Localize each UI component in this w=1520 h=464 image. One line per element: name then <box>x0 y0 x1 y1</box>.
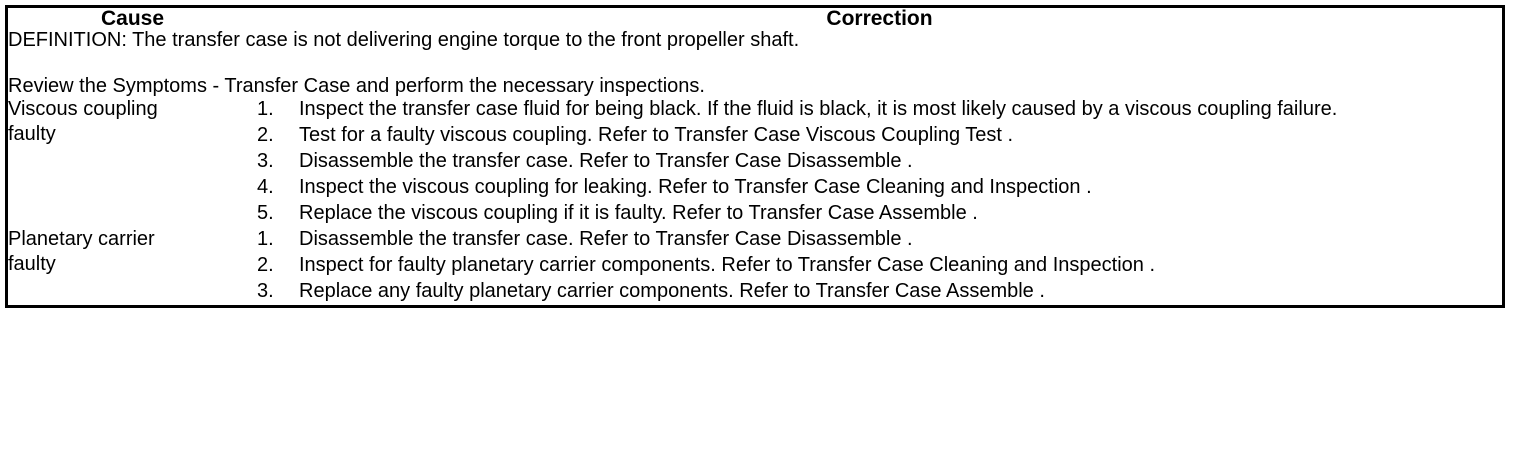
step-text: Replace any faulty planetary carrier com… <box>299 280 1045 302</box>
list-item: 4. Inspect the viscous coupling for leak… <box>257 175 1502 200</box>
table-row: Viscous coupling faulty 1. Inspect the t… <box>7 97 1504 227</box>
list-item: 5. Replace the viscous coupling if it is… <box>257 201 1502 226</box>
step-text: Disassemble the transfer case. Refer to … <box>299 150 913 172</box>
list-item: 2. Inspect for faulty planetary carrier … <box>257 253 1502 278</box>
table-row: Planetary carrier faulty 1. Disassemble … <box>7 227 1504 307</box>
cause-correction-table: Cause Correction DEFINITION: The transfe… <box>5 5 1505 308</box>
step-number: 1. <box>257 228 274 250</box>
step-text: Inspect the transfer case fluid for bein… <box>299 98 1338 120</box>
step-number: 2. <box>257 124 274 146</box>
step-text: Disassemble the transfer case. Refer to … <box>299 228 913 250</box>
definition-cell: DEFINITION: The transfer case is not del… <box>7 30 1504 97</box>
step-number: 5. <box>257 202 274 224</box>
definition-spacer <box>8 51 1502 76</box>
definition-line-1: DEFINITION: The transfer case is not del… <box>8 29 800 51</box>
column-header-correction: Correction <box>826 7 933 30</box>
column-header-cause: Cause <box>100 7 165 30</box>
list-item: 3. Disassemble the transfer case. Refer … <box>257 149 1502 174</box>
correction-steps-viscous-coupling-faulty: 1. Inspect the transfer case fluid for b… <box>257 97 1504 227</box>
table-header-row: Cause Correction <box>7 7 1504 31</box>
step-number: 2. <box>257 254 274 276</box>
step-text: Inspect for faulty planetary carrier com… <box>299 254 1155 276</box>
step-number: 4. <box>257 176 274 198</box>
step-list: 1. Inspect the transfer case fluid for b… <box>257 97 1502 226</box>
definition-line-2: Review the Symptoms - Transfer Case and … <box>8 75 705 97</box>
correction-steps-planetary-carrier-faulty: 1. Disassemble the transfer case. Refer … <box>257 227 1504 307</box>
step-number: 1. <box>257 98 274 120</box>
list-item: 3. Replace any faulty planetary carrier … <box>257 279 1502 304</box>
step-list: 1. Disassemble the transfer case. Refer … <box>257 227 1502 304</box>
step-number: 3. <box>257 280 274 302</box>
list-item: 2. Test for a faulty viscous coupling. R… <box>257 123 1502 148</box>
step-text: Test for a faulty viscous coupling. Refe… <box>299 124 1014 146</box>
list-item: 1. Disassemble the transfer case. Refer … <box>257 227 1502 252</box>
step-text: Inspect the viscous coupling for leaking… <box>299 176 1092 198</box>
cause-label-planetary-carrier-faulty: Planetary carrier faulty <box>8 228 155 275</box>
step-number: 3. <box>257 150 274 172</box>
definition-row: DEFINITION: The transfer case is not del… <box>7 30 1504 97</box>
cause-label-viscous-coupling-faulty: Viscous coupling faulty <box>8 98 158 145</box>
step-text: Replace the viscous coupling if it is fa… <box>299 202 978 224</box>
list-item: 1. Inspect the transfer case fluid for b… <box>257 97 1502 122</box>
diagnostic-table-container: Cause Correction DEFINITION: The transfe… <box>5 5 1505 308</box>
